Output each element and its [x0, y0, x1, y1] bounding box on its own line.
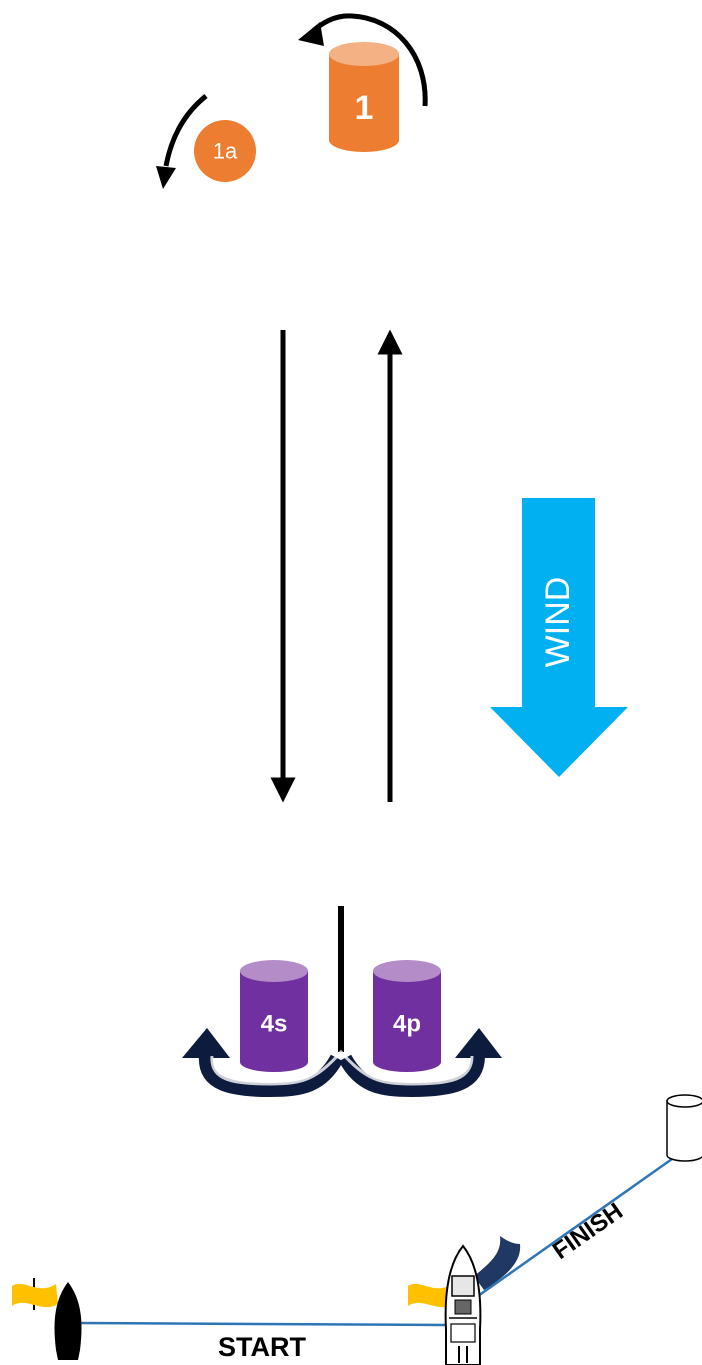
start-line — [73, 1321, 448, 1327]
buoy-icon — [666, 1094, 702, 1162]
wind-arrow: WIND — [490, 498, 628, 777]
mark-1a: 1a — [194, 120, 256, 182]
mark-1-label: 1 — [355, 89, 374, 127]
gate-rounding-arrow-highlight — [210, 1049, 474, 1086]
committee-start-flag-icon — [408, 1283, 454, 1308]
mark-1: 1 — [329, 42, 399, 152]
mark-4s-label: 4s — [261, 1011, 288, 1038]
finish-line — [477, 1157, 673, 1298]
mark-4s: 4s — [240, 960, 308, 1072]
start-label: START — [218, 1332, 306, 1362]
mark-4p: 4p — [373, 960, 441, 1072]
sailboat-icon — [54, 1282, 82, 1360]
gate-4p-rounding-arrow — [338, 1028, 502, 1098]
motorboat-icon — [444, 1244, 482, 1365]
mark-4p-label: 4p — [393, 1011, 421, 1038]
flag-icon — [12, 1278, 58, 1310]
mark-1a-rounding-arrow — [156, 94, 208, 189]
gate-4s-rounding-arrow — [182, 1028, 344, 1098]
committee-finish-flag-icon — [474, 1236, 521, 1290]
finish-label: FINISH — [548, 1198, 628, 1265]
mark-1-rounding-arrow — [298, 13, 428, 107]
mark-1a-label: 1a — [213, 139, 238, 164]
wind-label: WIND — [539, 577, 577, 668]
